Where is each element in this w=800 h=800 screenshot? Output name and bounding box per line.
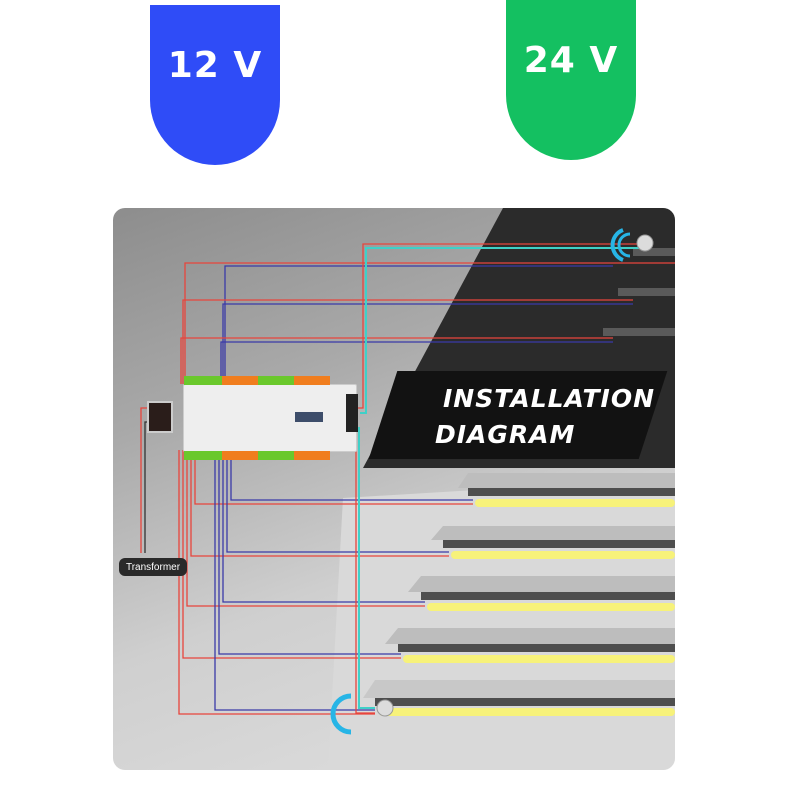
top-sensor-icon: [610, 228, 654, 262]
voltage-badge-12v: 12 V: [150, 5, 280, 165]
badge-label: 24 V: [523, 39, 619, 81]
diagram-title-line1: INSTALLATION: [443, 384, 656, 413]
terminal-block: [258, 376, 294, 385]
terminal-block: [258, 451, 294, 460]
staircase-illustration: [140, 208, 675, 770]
diagram-title-line2: DIAGRAM: [435, 420, 576, 449]
bottom-sensor-icon: [330, 693, 394, 735]
sensor-plug: [346, 394, 358, 432]
controller-display: [295, 412, 323, 422]
terminal-block: [294, 376, 330, 385]
badge-label: 12 V: [167, 44, 263, 86]
power-connector: [147, 401, 173, 433]
terminal-block: [184, 376, 222, 385]
installation-diagram-panel: INSTALLATION DIAGRAM Transformer: [113, 208, 675, 770]
transformer-label: Transformer: [119, 558, 187, 576]
led-stair-controller: [183, 376, 357, 460]
terminal-block: [294, 451, 330, 460]
terminal-block: [222, 376, 258, 385]
voltage-badge-24v: 24 V: [506, 0, 636, 160]
terminal-block: [222, 451, 258, 460]
terminal-block: [184, 451, 222, 460]
